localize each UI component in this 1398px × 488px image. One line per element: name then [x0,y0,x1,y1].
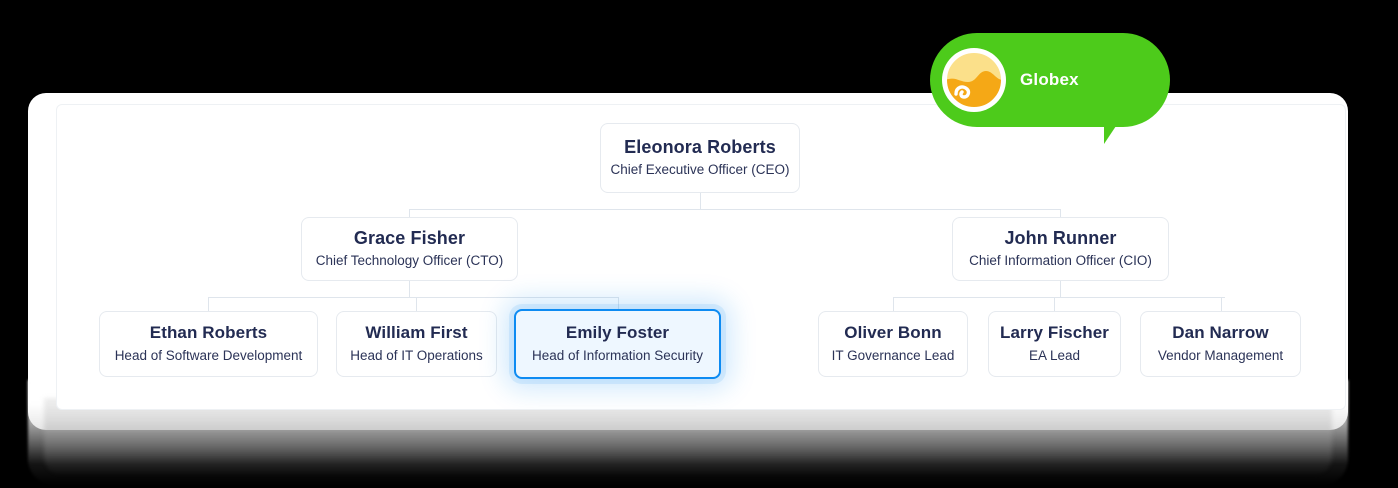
org-node-name: Ethan Roberts [149,323,268,342]
org-node-name: William First [365,323,468,342]
org-node-name: Dan Narrow [1172,323,1269,342]
connector-cto-to-hsd [208,297,209,311]
connector-ceo-to-cio [1060,209,1061,217]
org-node-vendor-management[interactable]: Dan Narrow Vendor Management [1140,311,1301,377]
org-node-role: Vendor Management [1157,348,1284,363]
org-node-cio[interactable]: John Runner Chief Information Officer (C… [952,217,1169,281]
connector-cio-to-itg [893,297,894,311]
org-node-name: Oliver Bonn [844,323,942,342]
connector-ceo-bar [409,209,1060,210]
org-node-cto[interactable]: Grace Fisher Chief Technology Officer (C… [301,217,518,281]
connector-cio-bar [893,297,1225,298]
org-node-role: EA Lead [1028,348,1081,363]
org-node-role: Head of Information Security [531,348,704,363]
org-node-name: Grace Fisher [353,228,466,248]
connector-cio-stub [1060,281,1061,297]
org-node-name: Larry Fischer [999,323,1110,342]
connector-cto-bar [208,297,618,298]
globex-badge[interactable]: Globex [930,33,1170,127]
globex-logo-icon [942,48,1006,112]
org-node-role: Chief Executive Officer (CEO) [610,162,790,177]
globex-badge-label: Globex [1020,70,1079,89]
org-node-head-information-security[interactable]: Emily Foster Head of Information Securit… [514,309,721,379]
connector-cio-to-vm [1221,297,1222,311]
org-chart-panel: Eleonora Roberts Chief Executive Officer… [56,104,1346,410]
connector-ceo-to-cto [409,209,410,217]
org-node-role: Chief Technology Officer (CTO) [315,253,504,268]
org-node-head-it-operations[interactable]: William First Head of IT Operations [336,311,497,377]
org-node-head-software-development[interactable]: Ethan Roberts Head of Software Developme… [99,311,318,377]
org-node-role: Head of Software Development [114,348,303,363]
connector-cto-stub [409,281,410,297]
org-node-role: Head of IT Operations [350,348,483,363]
org-node-ea-lead[interactable]: Larry Fischer EA Lead [988,311,1121,377]
org-node-role: Chief Information Officer (CIO) [969,253,1152,268]
connector-cto-to-his [618,297,619,311]
connector-cto-to-hito [416,297,417,311]
org-node-name: John Runner [1004,228,1117,248]
connector-ceo-stub [700,193,701,209]
org-node-name: Eleonora Roberts [624,137,776,157]
connector-cio-to-ea [1054,297,1055,311]
org-node-it-governance-lead[interactable]: Oliver Bonn IT Governance Lead [818,311,968,377]
org-node-name: Emily Foster [565,323,670,342]
org-node-role: IT Governance Lead [831,348,955,363]
org-node-ceo[interactable]: Eleonora Roberts Chief Executive Officer… [600,123,800,193]
